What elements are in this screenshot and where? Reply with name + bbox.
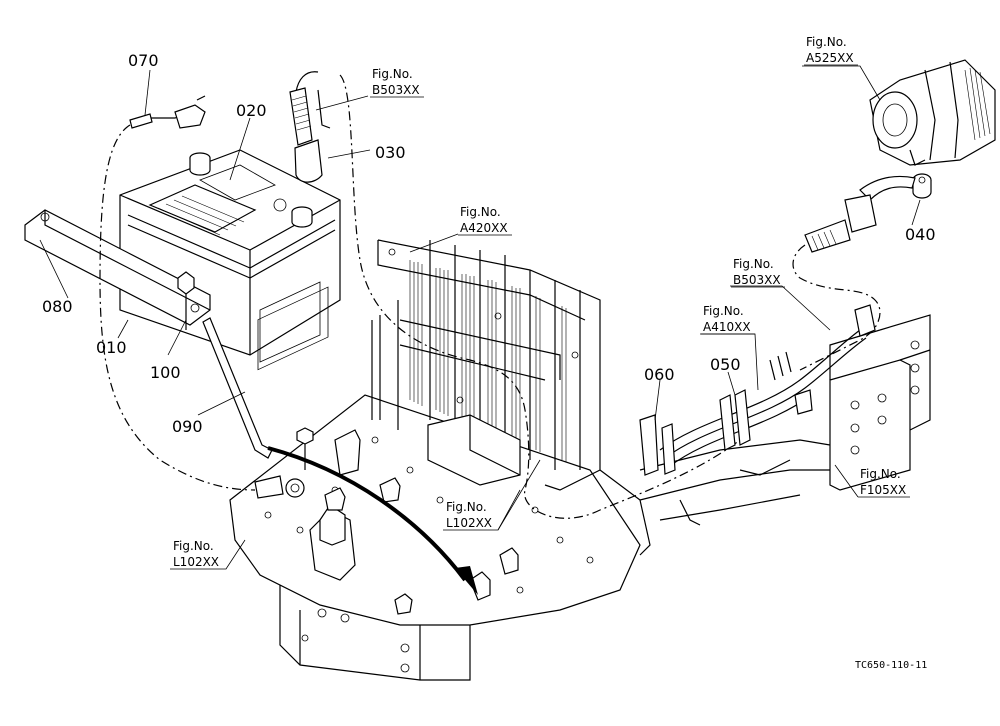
svg-text:Fig.No.: Fig.No. <box>703 304 744 318</box>
part-label-060: 060 <box>644 365 675 384</box>
svg-text:A525XX: A525XX <box>806 51 854 65</box>
svg-text:Fig.No.: Fig.No. <box>372 67 413 81</box>
floor-plate <box>229 394 641 681</box>
svg-text:Fig.No.: Fig.No. <box>806 35 847 49</box>
part-label-080: 080 <box>42 297 73 316</box>
part-label-090: 090 <box>172 417 203 436</box>
svg-text:A410XX: A410XX <box>703 320 751 334</box>
battery <box>119 149 341 371</box>
leader-lines <box>39 65 921 570</box>
part-label-040: 040 <box>905 225 936 244</box>
assembly-arrow <box>267 446 478 595</box>
svg-text:F105XX: F105XX <box>860 483 906 497</box>
starter-motor <box>869 59 996 166</box>
right-frame <box>599 314 931 556</box>
svg-text:L102XX: L102XX <box>446 516 492 530</box>
part-label-010: 010 <box>96 338 127 357</box>
cable-030 <box>289 71 741 519</box>
plate-bolt <box>296 427 314 470</box>
fig-ref-a525: Fig.No. A525XX <box>804 35 858 66</box>
svg-text:B503XX: B503XX <box>372 83 420 97</box>
starter-cable <box>792 175 916 371</box>
part-label-100: 100 <box>150 363 181 382</box>
svg-text:A420XX: A420XX <box>460 221 508 235</box>
fig-ref-f105: Fig.No. F105XX <box>860 467 906 497</box>
part-label-030: 030 <box>375 143 406 162</box>
fig-ref-a410: Fig.No. A410XX <box>701 304 755 335</box>
fig-ref-b503-top: Fig.No. B503XX <box>370 67 424 98</box>
fig-ref-a420: Fig.No. A420XX <box>458 205 512 236</box>
bolt-100 <box>177 271 195 330</box>
svg-text:L102XX: L102XX <box>173 555 219 569</box>
battery-holder-080 <box>24 209 211 326</box>
center-frame <box>371 239 601 491</box>
fig-ref-l102-left: Fig.No. L102XX <box>173 539 219 569</box>
fig-ref-l102-mid: Fig.No. L102XX <box>446 500 492 530</box>
part-label-050: 050 <box>710 355 741 374</box>
cable-070 <box>99 95 305 499</box>
svg-text:Fig.No.: Fig.No. <box>733 257 774 271</box>
svg-text:Fig.No.: Fig.No. <box>460 205 501 219</box>
part-label-020: 020 <box>236 101 267 120</box>
fig-ref-b503-mid: Fig.No. B503XX <box>731 257 785 288</box>
part-label-070: 070 <box>128 51 159 70</box>
wire-harness <box>639 304 876 476</box>
svg-text:Fig.No.: Fig.No. <box>173 539 214 553</box>
svg-text:B503XX: B503XX <box>733 273 781 287</box>
drawing-code: TC650-110-11 <box>855 660 927 671</box>
svg-text:Fig.No.: Fig.No. <box>860 467 901 481</box>
svg-text:Fig.No.: Fig.No. <box>446 500 487 514</box>
